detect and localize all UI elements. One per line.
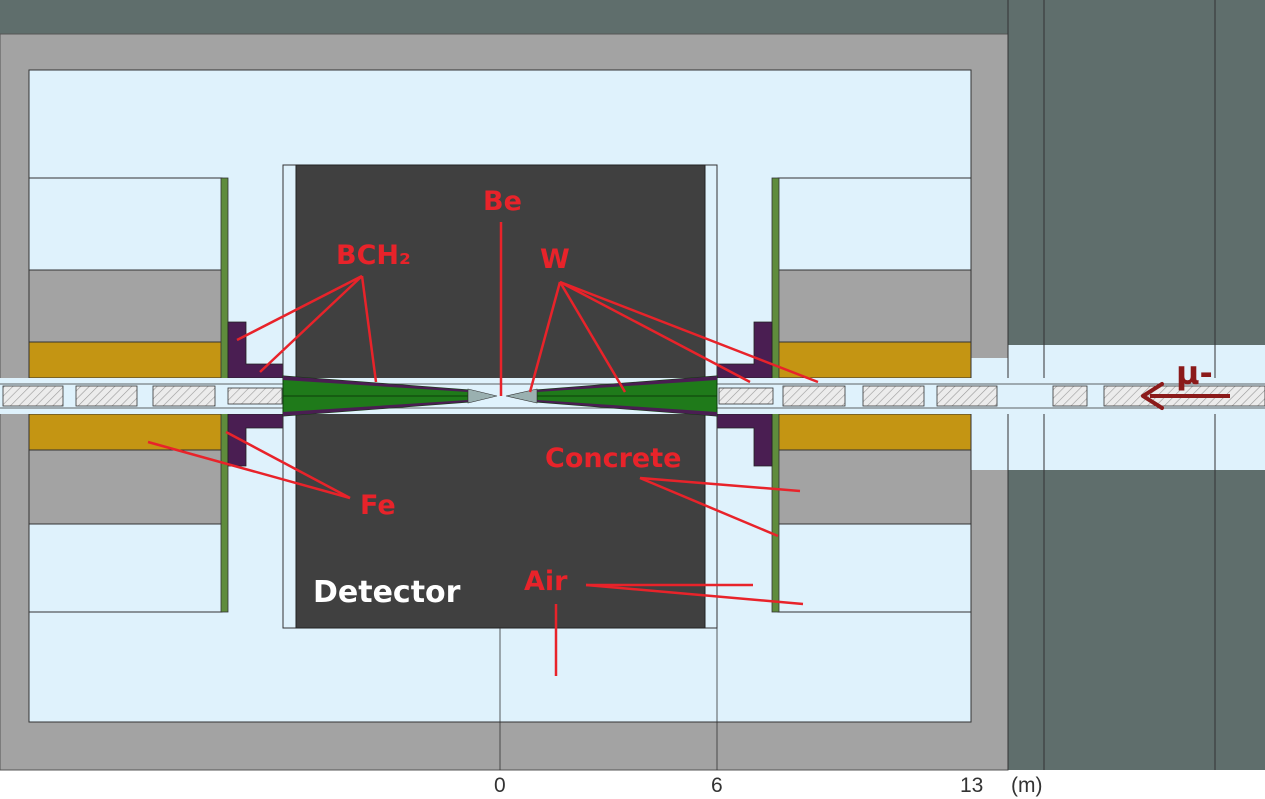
pipe-segment — [1052, 385, 1088, 407]
pipe-segment — [718, 387, 774, 405]
concrete-block-left-upper — [28, 177, 223, 271]
bch2-liner-left — [283, 376, 468, 392]
leader-fe-1 — [147, 440, 351, 500]
axis-tick-thirteen: 13 — [960, 774, 983, 797]
tunnel-wall-upper — [1008, 345, 1265, 360]
leader-fe-2 — [225, 430, 351, 500]
leader-w-3 — [559, 280, 751, 384]
concrete-block-left-mid-lower — [28, 449, 223, 525]
leader-w-2 — [558, 281, 627, 393]
label-detector: Detector — [313, 575, 461, 610]
pipe-segment — [862, 385, 925, 407]
pipe-segment — [782, 385, 846, 407]
concrete-block-left-mid-upper — [28, 269, 223, 343]
leader-concrete-1 — [639, 476, 801, 493]
muon-arrow-head — [1141, 382, 1164, 410]
concrete-block-right-mid-lower — [777, 449, 972, 525]
axis-tick-zero: 0 — [494, 774, 506, 797]
iron-block-right-upper — [777, 341, 972, 379]
bch2-liner-left-lower — [283, 400, 468, 416]
bch2-liner-right — [537, 376, 717, 392]
axis-unit: (m) — [1011, 774, 1042, 797]
label-bch2: BCH₂ — [336, 240, 411, 271]
iron-block-left-lower — [28, 413, 223, 451]
beryllium-tip-right — [505, 388, 538, 404]
annotation-leaders — [147, 222, 819, 676]
label-concrete: Concrete — [545, 443, 681, 474]
concrete-block-right-upper — [777, 177, 972, 271]
label-muon: μ- — [1176, 354, 1213, 392]
pipe-segment — [75, 385, 138, 407]
axis-tick-six: 6 — [711, 774, 723, 797]
bch2-liner-right-lower — [537, 400, 717, 416]
leader-w-4 — [559, 280, 819, 384]
pipe-segment — [227, 387, 283, 405]
concrete-block-right-mid-upper — [777, 269, 972, 343]
leader-bch2-3 — [360, 275, 378, 383]
concrete-block-right-lower — [777, 523, 972, 613]
beryllium-tip-left — [467, 388, 498, 404]
leader-w-1 — [528, 281, 562, 393]
iron-block-right-lower — [777, 413, 972, 451]
pipe-segment — [936, 385, 998, 407]
pipe-segment — [152, 385, 216, 407]
label-w: W — [540, 244, 570, 275]
label-air: Air — [524, 566, 568, 597]
leader-bch2-1 — [236, 274, 363, 342]
leader-bch2-2 — [259, 275, 363, 373]
pipe-segment — [2, 385, 64, 407]
label-be: Be — [483, 186, 522, 217]
concrete-block-left-lower — [28, 523, 223, 613]
leader-air-2 — [585, 583, 804, 606]
label-fe: Fe — [360, 490, 396, 521]
iron-block-left-upper — [28, 341, 223, 379]
leader-concrete-2 — [639, 476, 779, 538]
